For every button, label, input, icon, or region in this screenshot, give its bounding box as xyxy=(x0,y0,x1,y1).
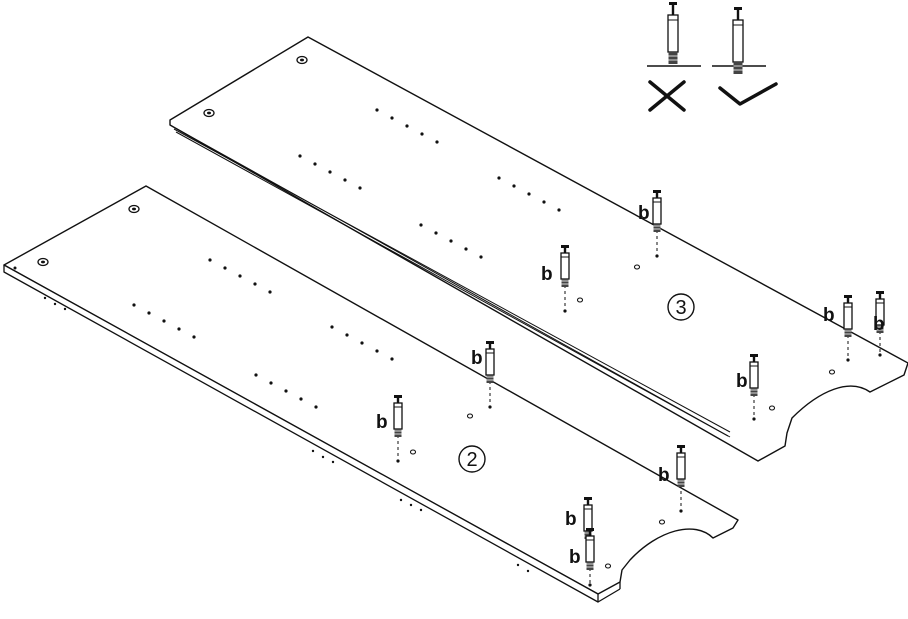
screw-label: b xyxy=(736,371,748,392)
screw-label: b xyxy=(376,412,388,433)
screw-label: b xyxy=(873,314,885,335)
panel-number-2: 2 xyxy=(458,445,486,473)
insertion-guides xyxy=(397,230,881,583)
panel-2 xyxy=(3,185,739,603)
screw-label: b xyxy=(541,264,553,285)
screw-labels: b b b b b b b b b b xyxy=(376,203,885,568)
screw-label: b xyxy=(658,465,670,486)
screw-label: b xyxy=(565,509,577,530)
screw-b-1 xyxy=(652,189,662,233)
panel-number-text: 3 xyxy=(675,297,686,319)
screw-b-6 xyxy=(485,340,495,384)
screw-label: b xyxy=(638,203,650,224)
legend-wrong xyxy=(647,2,701,112)
screw-label: b xyxy=(569,547,581,568)
panel-number-3: 3 xyxy=(667,293,695,321)
screw-label: b xyxy=(823,305,835,326)
screw-b-3 xyxy=(843,294,853,338)
screw-label: b xyxy=(471,348,483,369)
cross-icon xyxy=(648,80,686,112)
panel-3 xyxy=(169,36,908,462)
check-icon xyxy=(718,82,778,106)
panel-number-text: 2 xyxy=(466,449,477,471)
screw-b-8 xyxy=(676,444,686,488)
legend-correct xyxy=(712,7,778,106)
